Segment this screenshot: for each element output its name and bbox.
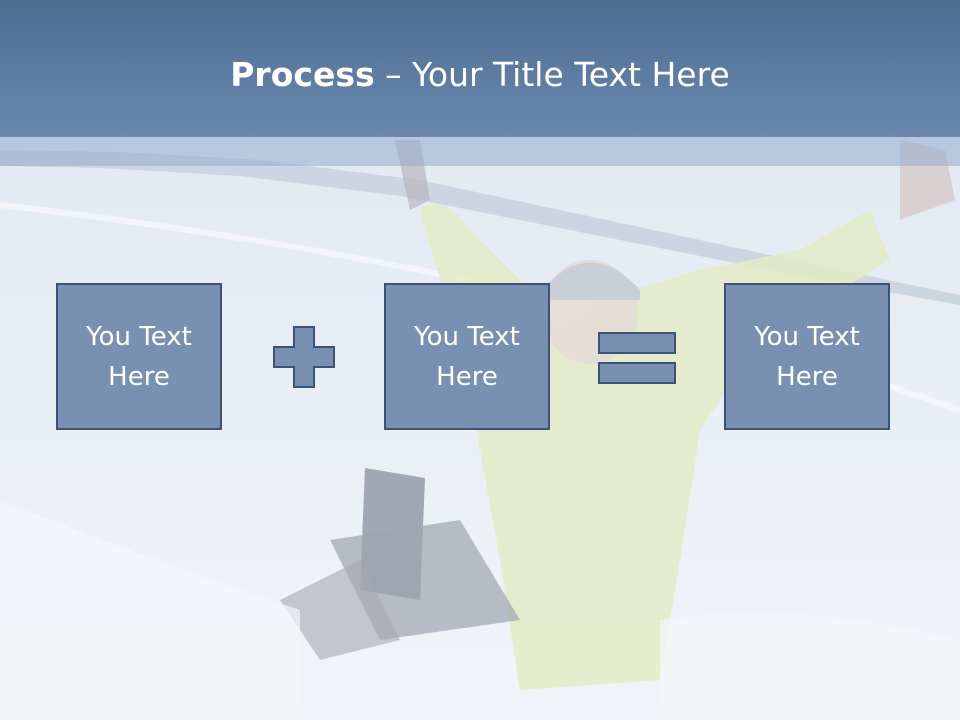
slide-title: Process – Your Title Text Here (0, 50, 960, 100)
header-strip (0, 137, 960, 166)
process-box-2: You Text Here (384, 283, 550, 430)
process-box-3: You Text Here (724, 283, 890, 430)
process-box-3-label: You Text Here (754, 321, 860, 392)
header-band (0, 0, 960, 137)
process-box-1-label: You Text Here (86, 321, 192, 392)
title-rest: – Your Title Text Here (385, 55, 730, 94)
plus-icon (273, 326, 335, 388)
process-box-2-label: You Text Here (414, 321, 520, 392)
process-box-1: You Text Here (56, 283, 222, 430)
title-bold: Process (230, 55, 375, 94)
equals-icon (598, 332, 676, 384)
